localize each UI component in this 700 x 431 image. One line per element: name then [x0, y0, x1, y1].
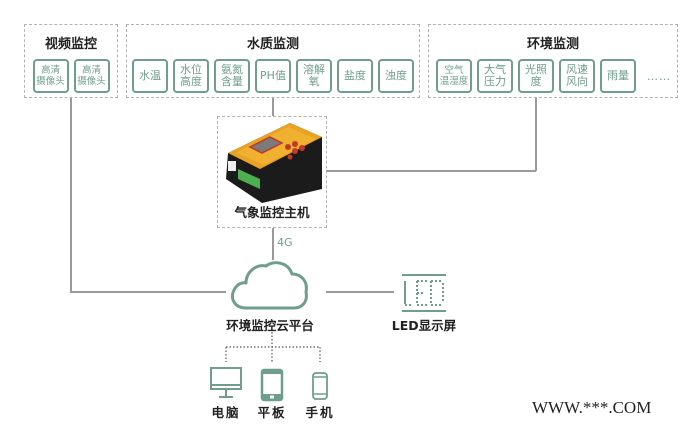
tablet-icon	[260, 368, 284, 402]
connector-video-down	[70, 98, 72, 292]
connector-water-to-host	[272, 98, 274, 116]
video-monitoring-group: 视频监控 高清 摄像头 高清 摄像头	[24, 24, 118, 98]
sensor-chip: 高清 摄像头	[32, 59, 69, 93]
device-label-tablet: 平板	[257, 405, 287, 420]
sensor-chip: 氨氮 含量	[214, 59, 250, 93]
sensor-chip: 水温	[132, 59, 168, 93]
controller-device-image	[226, 123, 322, 203]
connector-video-to-cloud	[70, 291, 226, 293]
sensor-chip: 空气 温湿度	[436, 59, 472, 93]
monitor-icon	[210, 367, 242, 398]
sensor-chip: 雨量	[600, 59, 636, 93]
device-connector-tree	[225, 332, 321, 362]
sensor-chip: PH值	[255, 59, 291, 93]
device-label-computer: 电脑	[211, 405, 241, 420]
water-chip-list: 水温 水位 高度 氨氮 含量 PH值 溶解 氧 盐度 浊度	[127, 59, 419, 93]
watermark-text: WWW.***.COM	[532, 398, 652, 417]
led-display-label: LED显示屏	[391, 318, 457, 333]
environment-group: 环境监测 空气 温湿度 大气 压力 光照 度 风速 风向 雨量 ……	[428, 24, 678, 98]
cloud-icon	[231, 261, 308, 310]
video-chip-list: 高清 摄像头 高清 摄像头	[25, 59, 117, 93]
host-controller-label: 气象监控主机	[234, 205, 310, 220]
sensor-chip: 水位 高度	[173, 59, 209, 93]
connector-env-to-host	[326, 170, 536, 172]
phone-icon	[312, 372, 328, 400]
host-controller-box: 气象监控主机	[217, 116, 327, 228]
water-quality-title: 水质监测	[246, 37, 299, 52]
connector-host-to-cloud	[272, 228, 274, 260]
connector-cloud-to-led	[326, 291, 394, 293]
video-monitoring-title: 视频监控	[44, 37, 97, 52]
sensor-chip: 盐度	[337, 59, 373, 93]
link-4g-label: 4G	[277, 236, 293, 249]
sensor-chip: 光照 度	[518, 59, 554, 93]
sensor-chip: 大气 压力	[477, 59, 513, 93]
more-ellipsis: ……	[647, 69, 671, 83]
sensor-chip: 溶解 氧	[296, 59, 332, 93]
connector-env-down	[535, 98, 537, 171]
device-label-phone: 手机	[305, 405, 335, 420]
sensor-chip: 高清 摄像头	[73, 59, 110, 93]
cloud-platform-label: 环境监控云平台	[226, 318, 314, 333]
environment-chip-list: 空气 温湿度 大气 压力 光照 度 风速 风向 雨量 ……	[429, 59, 677, 93]
led-display-icon	[402, 274, 446, 312]
water-quality-group: 水质监测 水温 水位 高度 氨氮 含量 PH值 溶解 氧 盐度 浊度	[126, 24, 420, 98]
sensor-chip: 浊度	[378, 59, 414, 93]
sensor-chip: 风速 风向	[559, 59, 595, 93]
environment-title: 环境监测	[526, 37, 579, 52]
